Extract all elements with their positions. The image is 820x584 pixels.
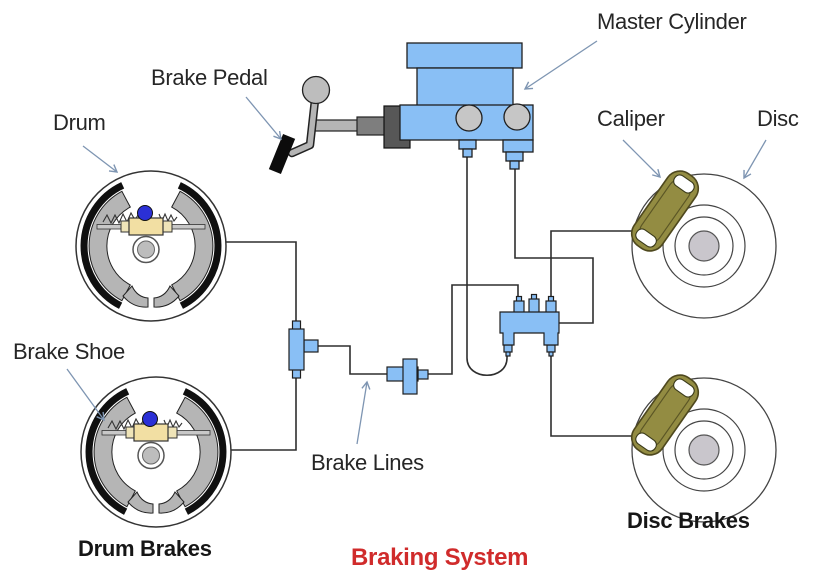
pedal-pad (268, 133, 296, 175)
arrow-brake-shoe (66, 368, 105, 422)
line-master-cylinder-right-to-valve (514, 168, 594, 324)
label-disc: Disc (757, 106, 799, 131)
label-drum: Drum (53, 110, 106, 135)
master-cylinder-assembly (399, 42, 534, 170)
pushrod (311, 119, 361, 132)
disc-brake-rear (625, 368, 777, 523)
piston-cap-right (503, 103, 531, 131)
label-master-cylinder: Master Cylinder (597, 9, 747, 34)
line-tee-to-inline-fitting (318, 345, 388, 375)
valve-bottom-port-left (503, 344, 513, 353)
tee-fitting (288, 320, 319, 379)
valve-bottom-port-right (546, 344, 556, 353)
valve-bottom-nub-left (505, 351, 511, 357)
label-caliper: Caliper (597, 106, 665, 131)
outlet-fitting-left (462, 148, 473, 158)
cylinder-body-step (502, 139, 534, 153)
arrow-master-cylinder (523, 40, 598, 90)
valve-nipple-2 (528, 298, 540, 314)
valve-bottom-nub-right (548, 351, 554, 357)
piston-cap-left (455, 104, 483, 132)
brake-pedal-assembly (268, 75, 411, 175)
brake-lines-network (226, 156, 634, 451)
arrow-brake-pedal (245, 96, 282, 141)
line-inline-fitting-to-valve (427, 284, 519, 375)
label-brake-shoe: Brake Shoe (13, 339, 125, 364)
line-rear-drum-to-tee (231, 378, 297, 451)
line-valve-to-front-caliper (550, 230, 634, 298)
line-master-cylinder-left-to-valve (466, 156, 508, 377)
outlet-fitting-right (509, 160, 520, 170)
tee-body (288, 328, 305, 371)
outlet-port-right (505, 151, 524, 162)
pushrod-sleeve (356, 116, 388, 136)
label-disc-brakes: Disc Brakes (627, 508, 750, 533)
label-brake-pedal: Brake Pedal (151, 65, 268, 90)
pedal-knob (301, 75, 331, 105)
inline-fitting-stub (417, 369, 429, 380)
annotation-arrows (66, 40, 767, 445)
line-valve-to-rear-caliper (550, 353, 634, 437)
arrow-brake-lines (356, 380, 371, 445)
reservoir (416, 67, 514, 107)
diagram-title: Braking System (351, 544, 529, 571)
arrow-disc (743, 139, 767, 180)
combination-valve (499, 293, 560, 357)
label-brake-lines: Brake Lines (311, 450, 424, 475)
valve-nipple-3 (545, 300, 557, 314)
arrow-drum (82, 145, 119, 173)
outlet-port-left (458, 139, 477, 150)
drum-brake-rear (81, 377, 231, 527)
arrow-caliper (622, 139, 661, 178)
line-front-drum-to-tee (226, 241, 297, 322)
pedal-lever (289, 97, 318, 156)
reservoir-cap (406, 42, 523, 69)
drum-brake-front (76, 171, 226, 321)
tee-side-stub (303, 339, 319, 353)
valve-body (499, 311, 560, 346)
disc-brake-front (625, 164, 777, 319)
valve-nipple-1 (513, 300, 525, 314)
inline-fitting-body (402, 358, 418, 395)
inline-fitting (386, 358, 429, 395)
label-drum-brakes: Drum Brakes (78, 536, 212, 561)
